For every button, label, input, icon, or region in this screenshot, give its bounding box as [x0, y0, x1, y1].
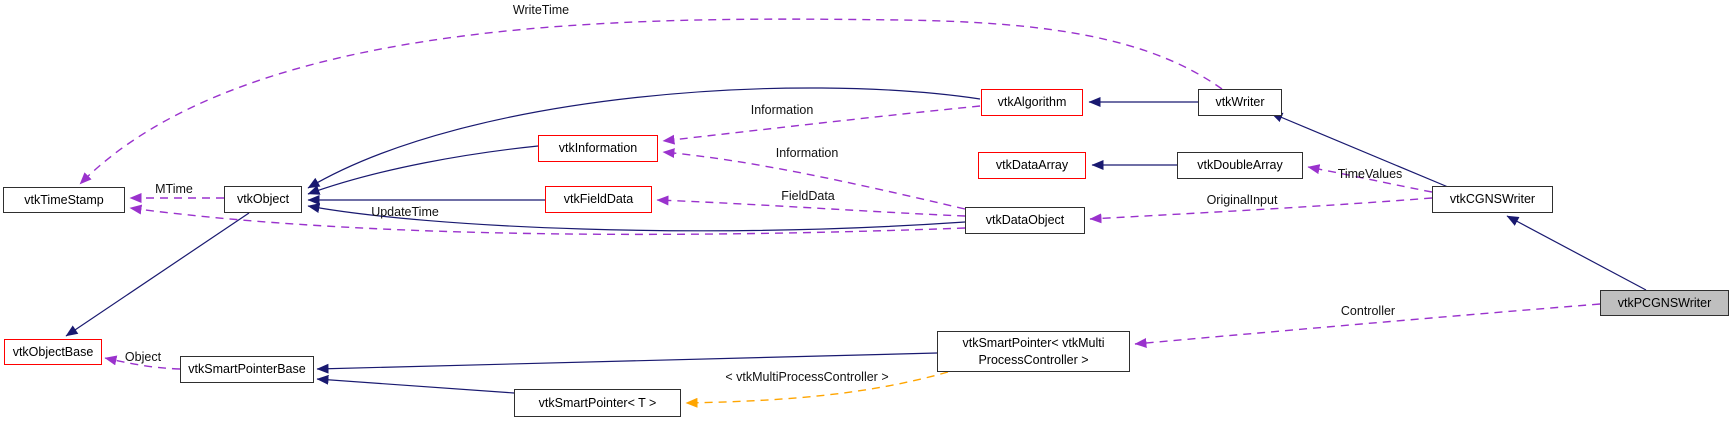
node-vtk-timestamp[interactable]: vtkTimeStamp	[3, 187, 125, 213]
node-vtk-object[interactable]: vtkObject	[224, 186, 302, 213]
node-vtk-information[interactable]: vtkInformation	[538, 135, 658, 162]
node-vtk-object-base[interactable]: vtkObjectBase	[4, 339, 102, 365]
node-vtk-pcgns-writer: vtkPCGNSWriter	[1600, 290, 1729, 316]
node-vtk-double-array[interactable]: vtkDoubleArray	[1177, 152, 1303, 179]
edge-label-timevalues: TimeValues	[1337, 167, 1403, 181]
edge-label-writetime: WriteTime	[512, 3, 570, 17]
node-vtk-algorithm[interactable]: vtkAlgorithm	[981, 89, 1083, 116]
edge-label-controller: Controller	[1340, 304, 1396, 318]
node-vtk-field-data[interactable]: vtkFieldData	[545, 186, 652, 213]
node-vtk-data-object[interactable]: vtkDataObject	[965, 207, 1085, 234]
node-vtk-smart-pointer-t[interactable]: vtkSmartPointer< T >	[514, 389, 681, 417]
edge-label-mtime: MTime	[155, 182, 193, 196]
node-vtk-data-array[interactable]: vtkDataArray	[978, 152, 1086, 179]
edge-label-originalinput: OriginalInput	[1206, 193, 1278, 207]
edge-label-information-from-algorithm: Information	[750, 103, 814, 117]
edge-label-updatetime: UpdateTime	[371, 205, 439, 219]
node-vtk-cgns-writer[interactable]: vtkCGNSWriter	[1432, 186, 1553, 213]
edge-label-template-args: < vtkMultiProcessController >	[725, 370, 889, 384]
node-vtk-writer[interactable]: vtkWriter	[1198, 89, 1282, 116]
node-vtk-smart-pointer-multi-process-controller[interactable]: vtkSmartPointer< vtkMulti ProcessControl…	[937, 331, 1130, 372]
edge-label-object: Object	[124, 350, 162, 364]
edge-label-fielddata: FieldData	[781, 189, 835, 203]
node-vtk-smart-pointer-base[interactable]: vtkSmartPointerBase	[180, 356, 314, 383]
edge-label-information-from-dataobject: Information	[775, 146, 839, 160]
